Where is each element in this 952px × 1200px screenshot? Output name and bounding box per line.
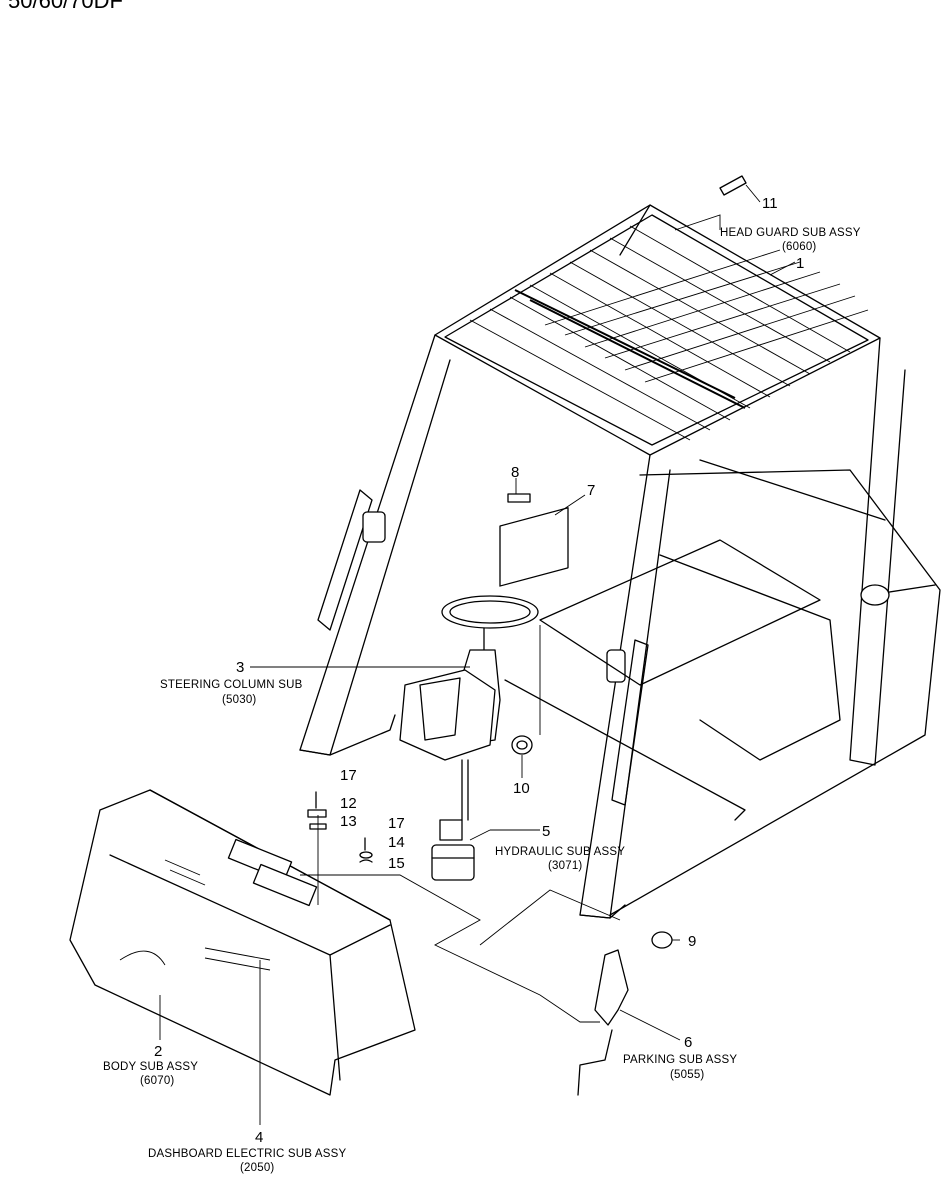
- callout-4-code: (2050): [240, 1162, 274, 1174]
- parking-lever: [577, 949, 629, 1096]
- callout-9-number: 9: [688, 933, 696, 950]
- callout-3-name: STEERING COLUMN SUB: [160, 679, 303, 691]
- callout-17b-number: 17: [388, 815, 405, 832]
- callout-11-number: 11: [762, 195, 778, 212]
- callout-6-code: (5055): [670, 1069, 704, 1081]
- page-header-model: 50/60/70DF: [8, 0, 123, 13]
- callout-2-number: 2: [154, 1043, 162, 1060]
- callout-labels: 11 1 HEAD GUARD SUB ASSY (6060) 8 7 3 ST…: [103, 195, 861, 1174]
- callout-15-number: 15: [388, 855, 405, 872]
- head-guard-frame: [299, 204, 906, 919]
- bolt-11: [719, 175, 747, 196]
- callout-3-code: (5030): [222, 694, 256, 706]
- callout-10-number: 10: [513, 780, 530, 797]
- callout-1-name: HEAD GUARD SUB ASSY: [720, 227, 861, 239]
- callout-6-name: PARKING SUB ASSY: [623, 1054, 737, 1066]
- callout-13-number: 13: [340, 813, 357, 830]
- assembly-guide-lines: [300, 214, 721, 1023]
- callout-5-name: HYDRAULIC SUB ASSY: [495, 846, 625, 858]
- callout-12-number: 12: [340, 795, 357, 812]
- callout-17a-number: 17: [340, 767, 357, 784]
- cap-9: [651, 931, 673, 949]
- chassis-frame: [499, 459, 941, 916]
- callout-14-number: 14: [388, 834, 405, 851]
- bolt-8: [507, 493, 531, 503]
- callout-8-number: 8: [511, 464, 519, 481]
- callout-1-number: 1: [796, 255, 804, 272]
- callout-5-number: 5: [542, 823, 550, 840]
- callout-2-code: (6070): [140, 1075, 174, 1087]
- callout-4-number: 4: [255, 1129, 263, 1146]
- dashboard-body: [69, 789, 416, 1096]
- callout-4-name: DASHBOARD ELECTRIC SUB ASSY: [148, 1148, 347, 1160]
- callout-1-code: (6060): [782, 241, 816, 253]
- callout-2-name: BODY SUB ASSY: [103, 1061, 198, 1073]
- grommet-10: [511, 735, 533, 755]
- callout-6-number: 6: [684, 1034, 692, 1051]
- callout-5-code: (3071): [548, 860, 582, 872]
- steering-column: [399, 595, 539, 821]
- hydraulic-valve: [431, 819, 475, 881]
- callout-7-number: 7: [587, 482, 595, 499]
- callout-leaders: [159, 184, 796, 1125]
- callout-3-number: 3: [236, 659, 244, 676]
